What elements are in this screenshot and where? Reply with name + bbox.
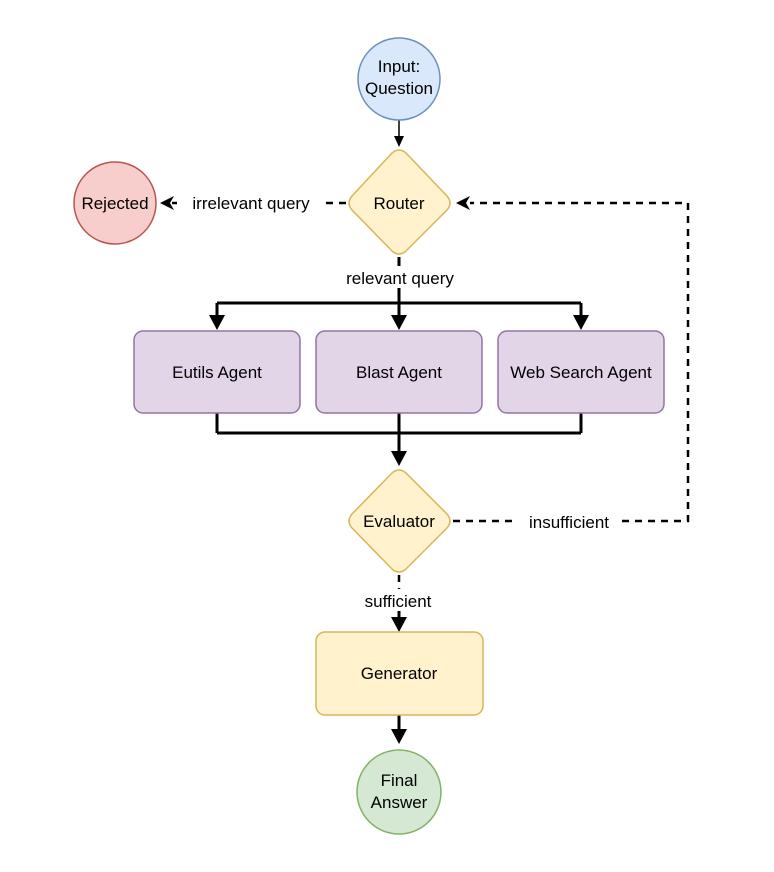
edge-input-to-router bbox=[394, 120, 404, 147]
edge-router-to-rejected: irrelevant query bbox=[160, 192, 346, 214]
edge-label-insufficient: insufficient bbox=[529, 513, 609, 532]
node-rejected: Rejected bbox=[73, 161, 157, 245]
node-final-line1: Final bbox=[381, 771, 418, 790]
node-final-line2: Answer bbox=[371, 793, 428, 812]
edge-label-relevant: relevant query bbox=[346, 269, 454, 288]
node-websearch-label: Web Search Agent bbox=[510, 363, 652, 382]
edge-evaluator-to-router: insufficient bbox=[453, 196, 690, 532]
edge-generator-to-final bbox=[391, 715, 407, 744]
node-input-line1: Input: bbox=[378, 57, 421, 76]
node-final-answer: Final Answer bbox=[356, 749, 442, 835]
node-input-question: Input: Question bbox=[357, 37, 441, 121]
node-eutils-label: Eutils Agent bbox=[172, 363, 262, 382]
node-eutils-agent: Eutils Agent bbox=[133, 330, 301, 414]
node-input-line2: Question bbox=[365, 79, 433, 98]
node-blast-agent: Blast Agent bbox=[315, 330, 483, 414]
node-web-search-agent: Web Search Agent bbox=[497, 330, 665, 414]
node-router-label: Router bbox=[373, 194, 424, 213]
edge-label-irrelevant: irrelevant query bbox=[192, 194, 310, 213]
node-generator: Generator bbox=[315, 631, 484, 716]
node-evaluator-label: Evaluator bbox=[363, 512, 435, 531]
edge-router-to-agents: relevant query bbox=[209, 257, 589, 330]
node-evaluator: Evaluator bbox=[348, 469, 451, 573]
edge-agents-to-evaluator bbox=[215, 413, 583, 466]
edge-evaluator-to-generator: sufficient bbox=[355, 575, 441, 632]
edge-label-sufficient: sufficient bbox=[365, 592, 432, 611]
node-rejected-label: Rejected bbox=[81, 194, 148, 213]
node-generator-label: Generator bbox=[361, 664, 438, 683]
node-blast-label: Blast Agent bbox=[356, 363, 442, 382]
node-router: Router bbox=[348, 149, 451, 255]
